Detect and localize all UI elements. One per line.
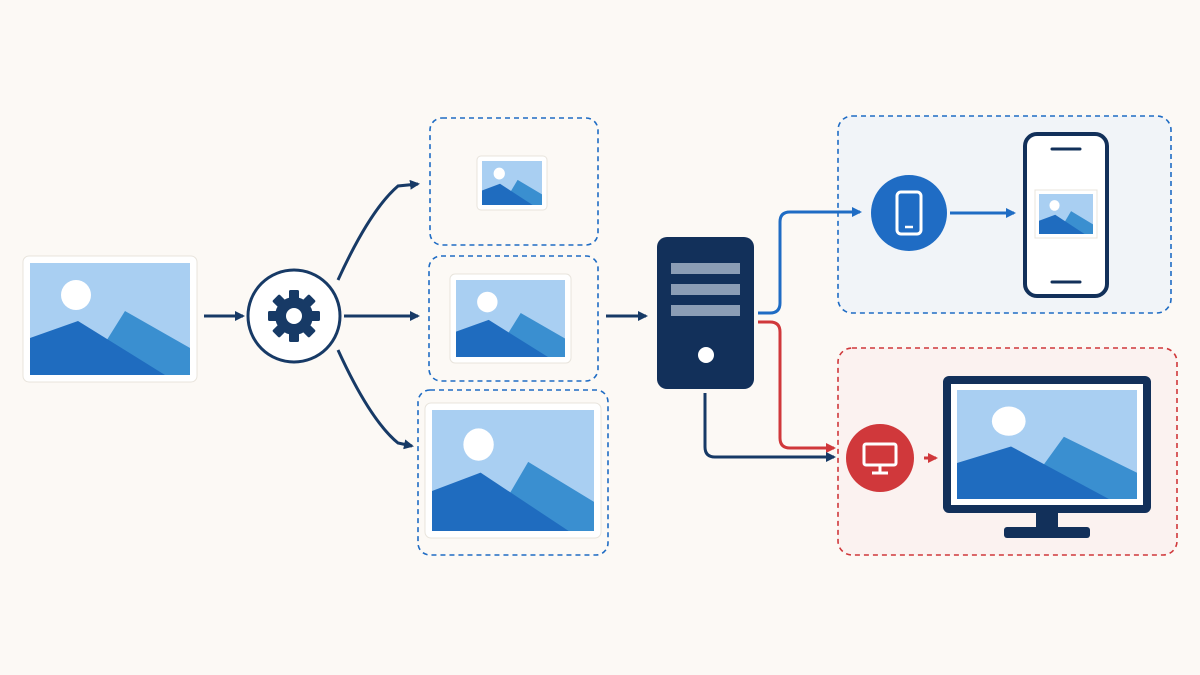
monitor-icon	[862, 442, 898, 475]
variant-small-frame	[429, 117, 599, 246]
desktop-device	[943, 376, 1151, 538]
desktop-badge	[846, 424, 914, 492]
variant-small-image	[476, 155, 548, 211]
server-icon	[657, 237, 754, 389]
gear-icon	[268, 290, 320, 342]
arrow-server-to-desktop-red	[758, 320, 836, 453]
mobile-badge	[871, 175, 947, 251]
arrow-server-to-mobile	[758, 207, 862, 315]
mobile-screen-image	[1034, 189, 1098, 239]
processor-node	[246, 268, 342, 364]
arrow-processor-to-large	[336, 349, 414, 450]
mobile-device	[1023, 132, 1109, 298]
arrow-processor-to-small	[336, 179, 420, 281]
variant-medium-frame	[428, 255, 599, 382]
source-image	[22, 255, 198, 383]
variant-large-image	[424, 402, 602, 539]
arrow-server-to-desktop-navy	[703, 393, 836, 462]
phone-icon	[895, 190, 923, 236]
desktop-screen-image	[957, 390, 1137, 499]
variant-large-frame	[417, 389, 609, 556]
variant-medium-image	[449, 273, 572, 364]
